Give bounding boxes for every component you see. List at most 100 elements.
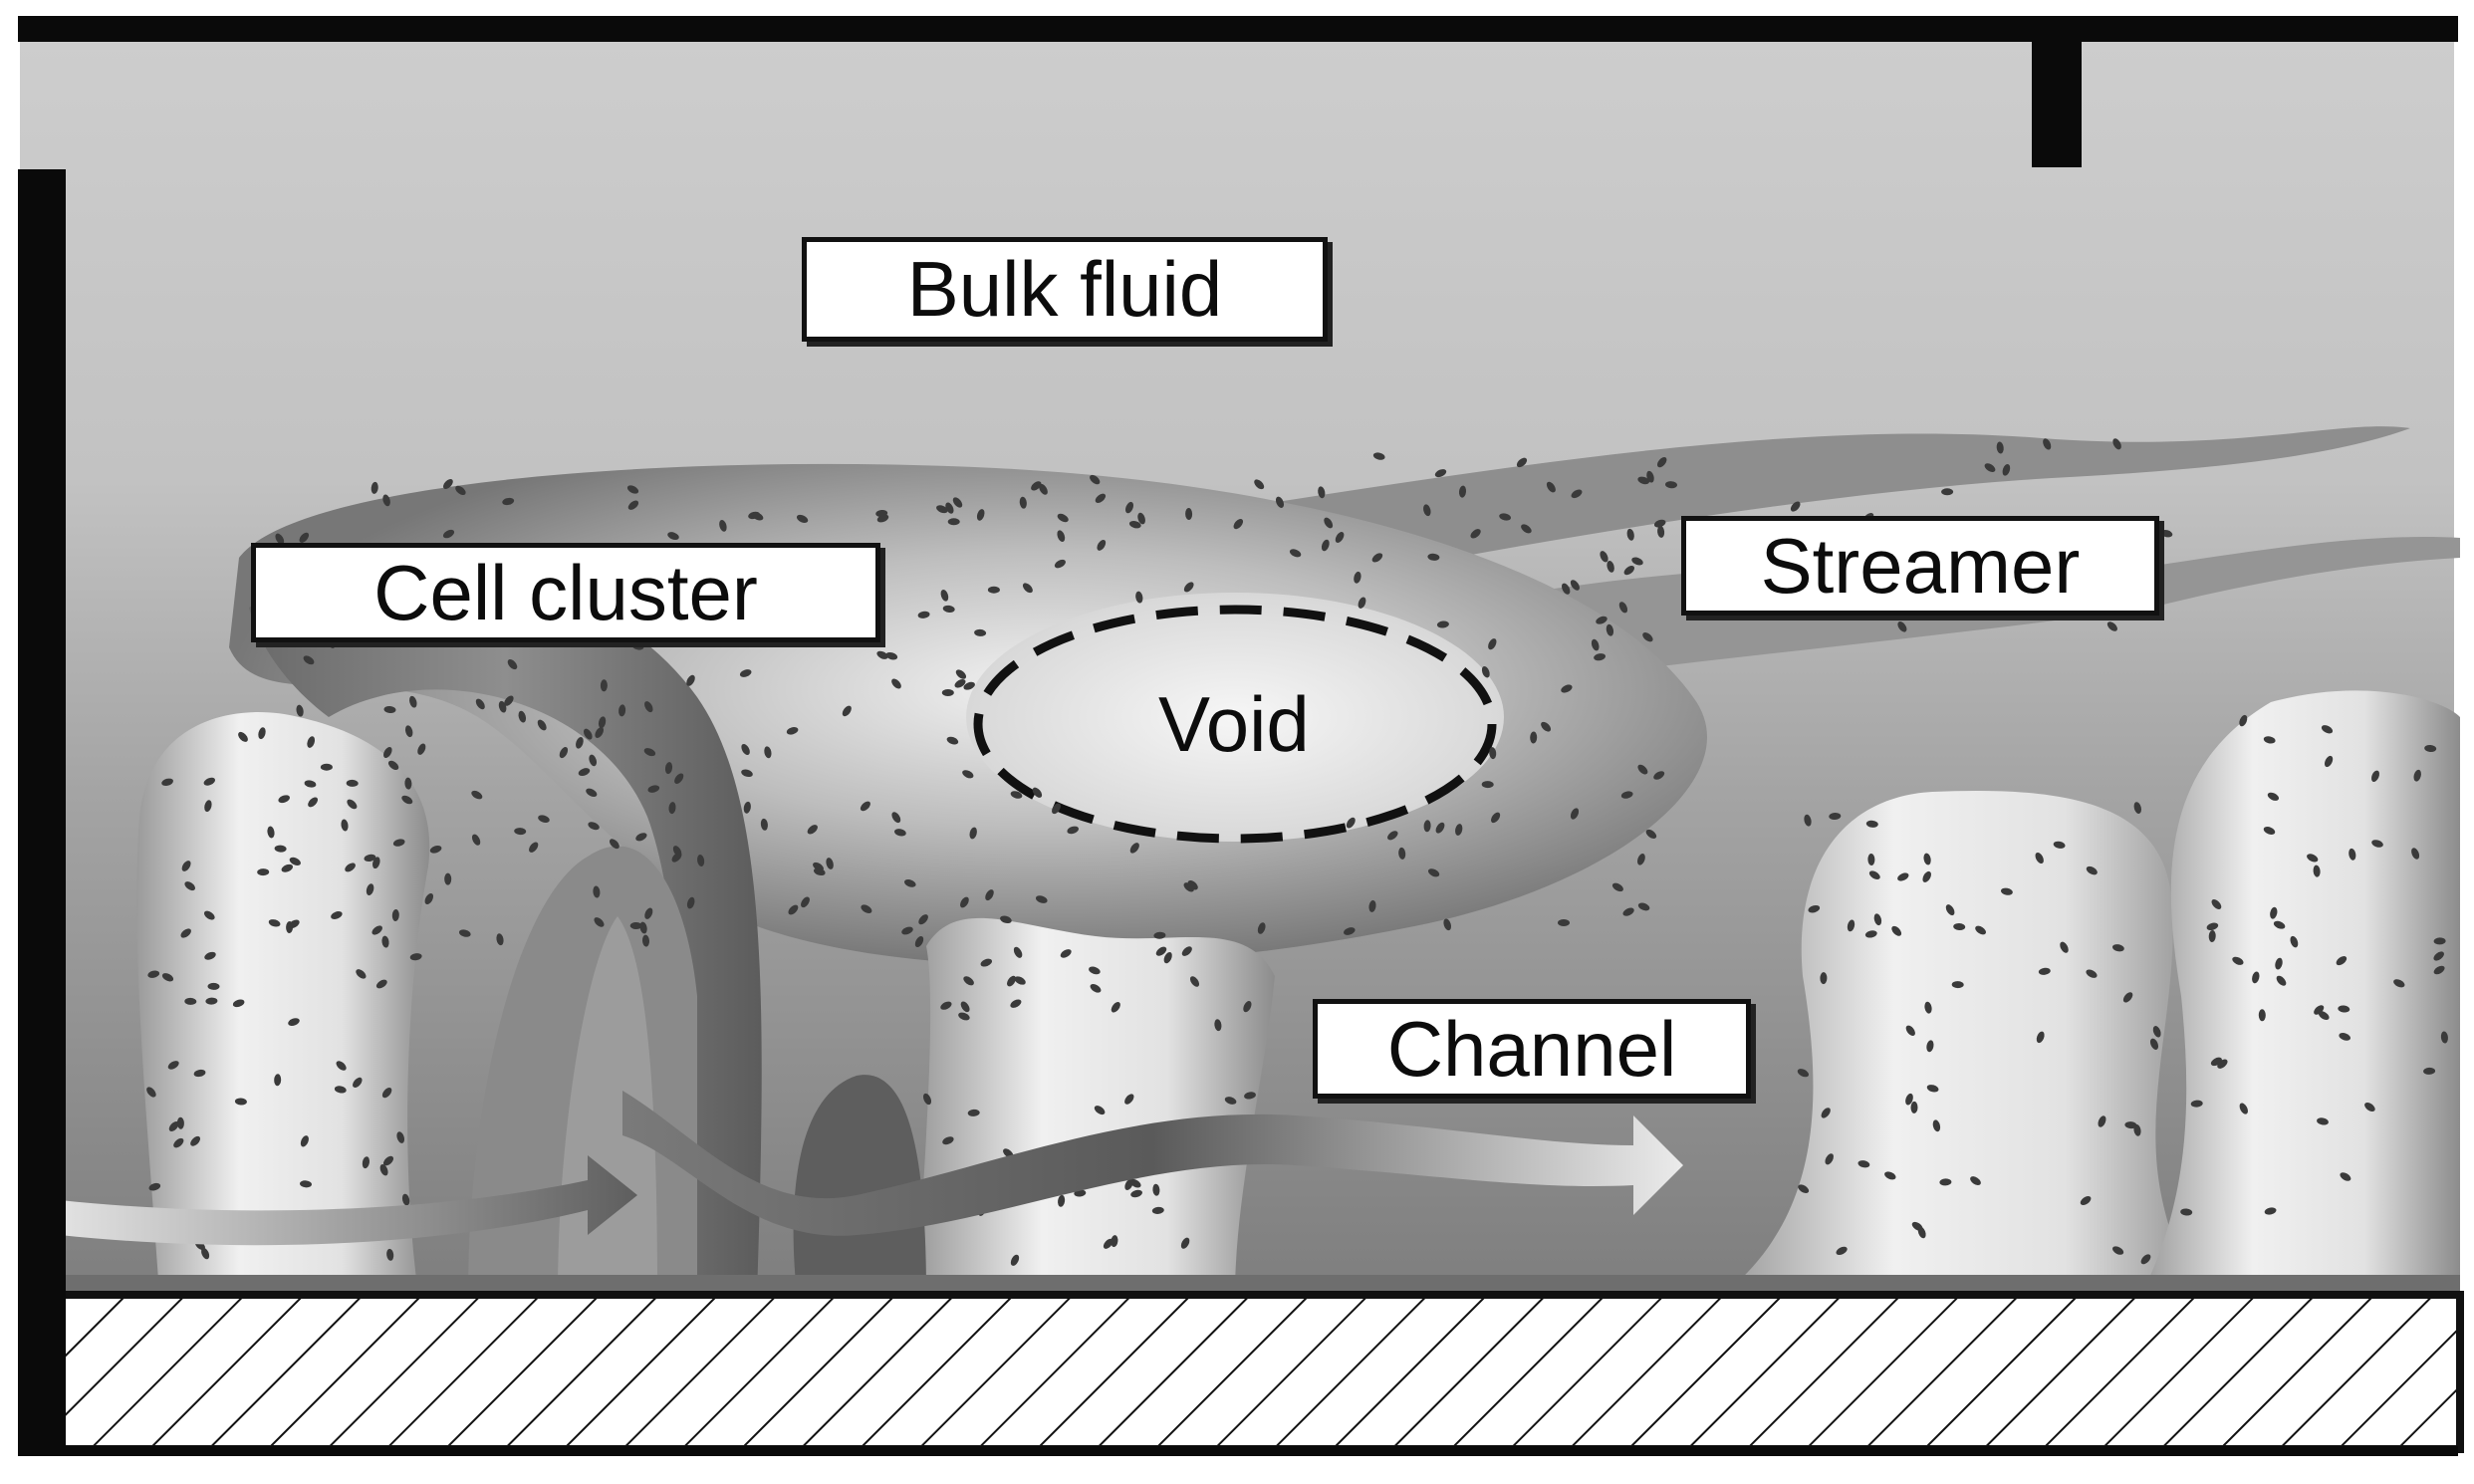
cell-dot (2043, 438, 2052, 450)
cell-dot (1185, 508, 1193, 520)
cell-dot (1600, 551, 1608, 563)
cell-dot (1922, 870, 1931, 882)
cell-dot (1224, 1097, 1237, 1105)
cell-dot (1884, 1171, 1896, 1180)
cell-dot (1829, 812, 1842, 821)
cell-dot (2208, 930, 2216, 942)
cell-dot (904, 879, 916, 887)
cell-dot (2267, 792, 2280, 801)
cell-dot (586, 788, 598, 797)
cell-dot (752, 512, 764, 521)
cell-dot (471, 834, 481, 846)
cell-dot (1214, 1019, 1222, 1032)
cell-dot (375, 979, 387, 989)
cell-dot (1129, 843, 1139, 854)
cell-dot (2276, 975, 2287, 986)
cell-dot (356, 969, 367, 979)
cell-dot (674, 773, 684, 784)
substratum-hatched (56, 1291, 2464, 1453)
cell-dot (458, 929, 471, 937)
cell-dot (1054, 559, 1066, 569)
pillar-right-1 (1723, 790, 2211, 1295)
cell-dot (1233, 519, 1244, 530)
cell-dot (1897, 621, 1907, 632)
cell-dot (1868, 870, 1880, 880)
cell-dot (238, 731, 248, 742)
label-channel: Channel (1313, 999, 1751, 1099)
cell-dot (2393, 979, 2405, 988)
cell-dot (201, 1247, 210, 1260)
cell-dot (184, 881, 195, 891)
cell-dot (2270, 906, 2278, 919)
cell-dot (364, 854, 376, 863)
cell-dot (148, 1182, 161, 1191)
cell-dot (1243, 1000, 1252, 1013)
cell-dot (401, 1193, 410, 1206)
cell-dot (1151, 1206, 1164, 1214)
cell-dot (609, 839, 619, 850)
cell-dot (1808, 904, 1821, 913)
cell-dot (1111, 1002, 1120, 1013)
cell-dot (381, 1087, 392, 1099)
cell-dot (2433, 951, 2444, 961)
cell-dot (2152, 1026, 2161, 1038)
cell-dot (1427, 868, 1440, 877)
cell-dot (2317, 1117, 2329, 1125)
cell-dot (300, 1135, 309, 1147)
cell-dot (1984, 463, 1996, 472)
cell-dot (1897, 872, 1909, 881)
cell-dot (2000, 887, 2013, 895)
cell-dot (741, 743, 750, 756)
cell-dot (1035, 895, 1048, 903)
cell-dot (958, 1012, 970, 1021)
cell-dot (826, 858, 834, 869)
cell-dot (2190, 1100, 2203, 1108)
cell-dot (940, 589, 949, 602)
cell-dot (743, 801, 751, 814)
cell-dot (760, 818, 768, 831)
cell-dot (1607, 561, 1614, 573)
cell-dot (594, 917, 605, 927)
cell-dot (1488, 638, 1497, 650)
cell-dot (1530, 731, 1538, 744)
cell-dot (1939, 1178, 1952, 1186)
cell-dot (404, 725, 413, 738)
cell-dot (471, 790, 483, 800)
cell-dots (146, 438, 2448, 1266)
cell-dot (1790, 501, 1801, 512)
cell-dot (1618, 602, 1628, 614)
cell-dot (963, 681, 975, 690)
cell-dot (190, 1135, 201, 1146)
cell-dot (234, 1098, 247, 1106)
cell-dot (2112, 438, 2121, 450)
cell-dot (627, 500, 639, 510)
cell-dot (1622, 907, 1634, 916)
cell-dot (1181, 946, 1192, 956)
cell-dot (2086, 969, 2098, 978)
cell-dot (304, 780, 317, 788)
cell-dot (193, 1069, 206, 1078)
cell-dot (1910, 1101, 1918, 1113)
cell-dot (2340, 1172, 2351, 1181)
cell-dot (1275, 496, 1285, 508)
cell-dot (860, 801, 870, 812)
cell-dot (1189, 976, 1200, 987)
cell-dot (786, 727, 799, 735)
cell-dot (1975, 925, 1986, 935)
cell-dot (2413, 769, 2421, 782)
cell-dot (2060, 941, 2069, 953)
cell-dot (2275, 957, 2283, 970)
cell-dot (161, 778, 173, 787)
cell-dot (1571, 489, 1583, 499)
cell-dot (1481, 781, 1494, 789)
cell-dot (1865, 820, 1878, 828)
cell-dot (644, 907, 653, 919)
cell-dot (2206, 922, 2219, 931)
cell-dot (1864, 930, 1877, 938)
cell-dot (1423, 820, 1431, 833)
cell-dot (918, 914, 928, 925)
cell-dot (404, 777, 412, 790)
cell-dot (417, 743, 426, 755)
cell-dot (2307, 854, 2319, 863)
cell-dot (952, 497, 963, 508)
